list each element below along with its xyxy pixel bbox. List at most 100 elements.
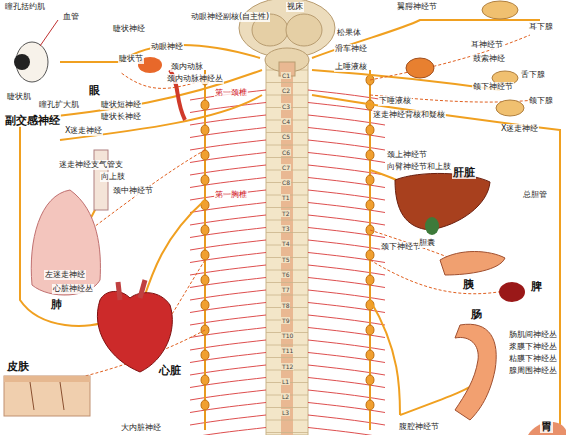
liver: [395, 173, 490, 235]
glands: [496, 100, 524, 116]
eye: [14, 54, 30, 70]
part-label: 血管: [62, 12, 80, 22]
part-label: 下唾液核: [378, 96, 412, 106]
part-label: 浆膜下神经丛: [508, 342, 558, 352]
eye: [14, 20, 58, 82]
part-label: 睫状肌: [6, 92, 32, 102]
ganglia: [366, 400, 374, 410]
part-label: 瞳孔扩大肌: [38, 100, 80, 110]
lung: [31, 190, 100, 295]
ganglia: [366, 175, 374, 185]
ganglia: [201, 250, 209, 260]
part-label: 上唾液核: [334, 62, 368, 72]
glands: [482, 1, 518, 19]
part-label: 耳神经节: [470, 40, 504, 50]
ganglia: [366, 125, 374, 135]
part-label: 动眼神经副核(自主性): [190, 12, 270, 22]
vertebra-lines: [266, 95, 308, 96]
organ-label: 眼: [88, 84, 101, 97]
part-label: 向臂神经节和上肢: [386, 162, 452, 172]
part-label: 松果体: [336, 28, 362, 38]
sympathetic-chain: [205, 70, 370, 430]
red-spinal-nerves: [190, 315, 266, 325]
vertebra-lines: [266, 207, 308, 208]
part-label: 粘膜下神经丛: [508, 354, 558, 364]
red-spinal-nerves: [308, 365, 385, 375]
vertebra-label: C8: [281, 179, 291, 186]
red-spinal-nerves: [190, 290, 266, 300]
skin: [4, 376, 90, 382]
vertebra-label: T10: [281, 332, 294, 339]
ganglia: [366, 325, 374, 335]
part-label: 动眼神经: [150, 42, 184, 52]
vertebra-label: T9: [281, 317, 290, 324]
red-spinal-nerves: [190, 415, 266, 425]
vertebra-label: T7: [281, 286, 290, 293]
red-spinal-nerves: [190, 340, 266, 350]
red-spinal-nerves: [308, 428, 385, 435]
red-spinal-nerves: [308, 190, 385, 200]
part-label: 舌下腺: [520, 70, 546, 80]
part-label: 心脏神经丛: [52, 284, 94, 294]
vertebra-label: L1: [281, 378, 290, 385]
vertebra-lines: [266, 295, 308, 296]
intestine: [455, 324, 496, 420]
heart: [118, 280, 145, 300]
vertebra-label: T3: [281, 225, 290, 232]
ganglia: [366, 250, 374, 260]
intestine: [455, 324, 496, 420]
ganglia: [201, 350, 209, 360]
orange-nerves: [20, 70, 262, 326]
part-label: 总胆管: [522, 190, 548, 200]
part-label: 瞳孔括约肌: [4, 2, 46, 12]
vertebra-label: C2: [281, 87, 291, 94]
part-label: 第一颈椎: [214, 88, 248, 98]
vertebra-lines: [266, 82, 308, 83]
red-spinal-nerves: [190, 365, 266, 375]
vertebra-lines: [266, 345, 308, 346]
vertebra-label: C5: [281, 133, 291, 140]
red-spinal-nerves: [308, 265, 385, 275]
vertebra-lines: [266, 432, 308, 433]
red-spinal-nerves: [308, 140, 385, 150]
red-spinal-nerves: [190, 240, 266, 250]
red-spinal-nerves: [190, 90, 385, 435]
ganglia: [366, 200, 374, 210]
ganglia: [201, 275, 209, 285]
organ-label: 皮肤: [6, 360, 30, 373]
brain: [286, 14, 322, 46]
organ-label: 胃: [540, 420, 553, 433]
red-spinal-nerves: [190, 190, 266, 200]
red-spinal-nerves: [308, 415, 385, 425]
lung: [31, 190, 100, 295]
red-spinal-nerves: [308, 215, 385, 225]
heart: [97, 280, 172, 372]
part-label: 视床: [286, 2, 304, 12]
part-label: 颈中神经节: [112, 186, 154, 196]
ganglia: [201, 375, 209, 385]
part-label: 腹腔神经节: [398, 422, 440, 432]
spine: [266, 60, 308, 435]
part-label: 颈内动脉: [170, 62, 204, 72]
glands: [406, 58, 434, 78]
vertebra-label: T1: [281, 194, 290, 201]
orange-nerves: [20, 20, 560, 430]
orange-nerves: [312, 95, 560, 430]
vertebra-label: C1: [281, 72, 291, 79]
orange-nerves: [312, 20, 540, 58]
vertebra-label: T6: [281, 271, 290, 278]
red-spinal-nerves: [190, 428, 266, 435]
red-spinal-nerves: [190, 215, 266, 225]
ganglia: [366, 375, 374, 385]
orange-nerves: [370, 300, 400, 415]
part-label: 迷走神经背核和疑核: [372, 110, 446, 120]
red-spinal-nerves: [190, 390, 266, 400]
organ-label: 脾: [530, 280, 543, 293]
part-label: 睫状节: [118, 54, 144, 64]
red-spinal-nerves: [308, 340, 385, 350]
part-label: 睫状神经: [112, 24, 146, 34]
orange-dashed-nerves: [370, 230, 450, 258]
vertebra-lines: [266, 157, 308, 158]
vertebra-label: T11: [281, 347, 294, 354]
spine: [266, 60, 308, 435]
